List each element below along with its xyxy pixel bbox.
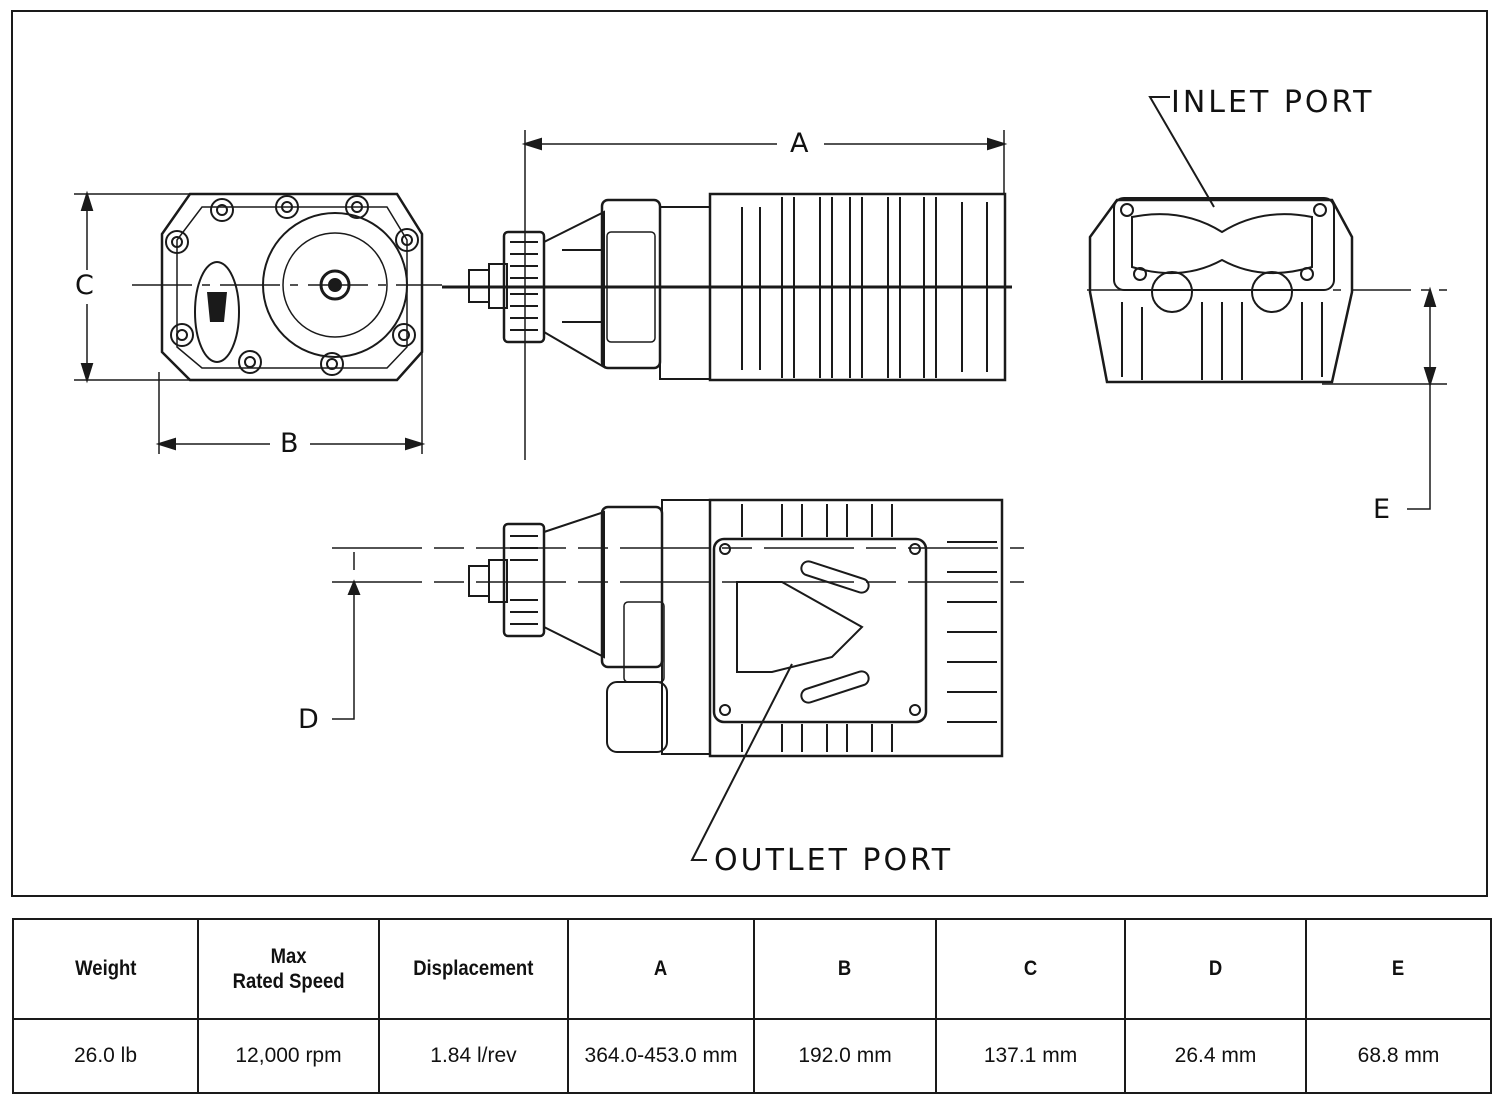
header-b: B (753, 918, 937, 1020)
front-view (74, 190, 442, 454)
dimension-c-label: C (75, 270, 94, 301)
inlet-port-label: INLET PORT (1171, 85, 1375, 120)
header-a: A (567, 918, 755, 1020)
value-b: 192.0 mm (753, 1018, 937, 1094)
spec-value-row: 26.0 lb 12,000 rpm 1.84 l/rev 364.0-453.… (12, 1018, 1492, 1094)
rear-view (1087, 96, 1447, 510)
dimension-b-label: B (280, 428, 299, 459)
value-e: 68.8 mm (1305, 1018, 1492, 1094)
header-d: D (1124, 918, 1307, 1020)
value-max-rated-speed: 12,000 rpm (197, 1018, 380, 1094)
top-view (332, 498, 1024, 861)
spec-header-row: Weight Max Rated Speed Displacement A B … (12, 918, 1492, 1020)
technical-drawing: INLET PORT OUTLET PORT A B C D E (11, 10, 1488, 897)
value-c: 137.1 mm (935, 1018, 1126, 1094)
header-max-rated-speed: Max Rated Speed (197, 918, 380, 1020)
dimension-e-label: E (1373, 494, 1391, 525)
header-weight: Weight (12, 918, 199, 1020)
dimension-d-label: D (298, 704, 319, 735)
header-displacement: Displacement (378, 918, 569, 1020)
header-c: C (935, 918, 1126, 1020)
side-view (442, 130, 1012, 472)
supercharger-views (74, 96, 1447, 861)
header-e: E (1305, 918, 1492, 1020)
dimension-a-label: A (790, 128, 809, 159)
outlet-port-label: OUTLET PORT (714, 843, 954, 878)
value-displacement: 1.84 l/rev (378, 1018, 569, 1094)
spec-table: Weight Max Rated Speed Displacement A B … (12, 918, 1492, 1094)
value-a: 364.0-453.0 mm (567, 1018, 755, 1094)
value-weight: 26.0 lb (12, 1018, 199, 1094)
value-d: 26.4 mm (1124, 1018, 1307, 1094)
